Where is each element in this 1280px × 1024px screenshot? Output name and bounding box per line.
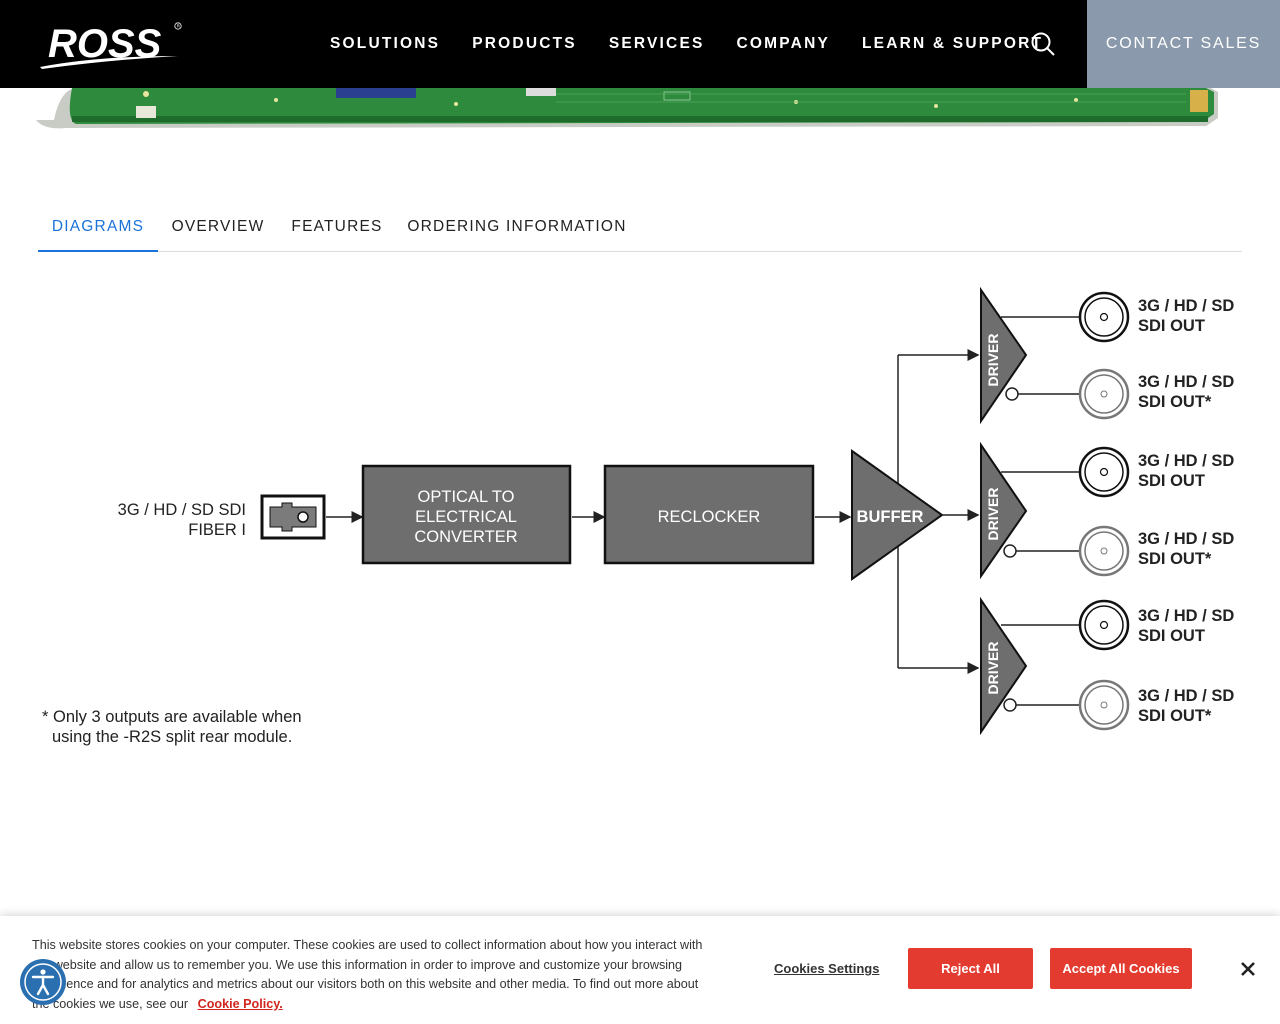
cookie-text: This website stores cookies on your comp…	[32, 938, 703, 1011]
output-label-line1: 3G / HD / SD	[1138, 607, 1234, 625]
nav-solutions[interactable]: SOLUTIONS	[330, 35, 441, 52]
output-label-line1: 3G / HD / SD	[1138, 530, 1234, 548]
tab-overview[interactable]: OVERVIEW	[171, 218, 265, 235]
converter-label-line1: OPTICAL TO	[418, 488, 515, 506]
footnote-line1: * Only 3 outputs are available when	[42, 708, 302, 726]
output-label-line2: SDI OUT*	[1138, 393, 1212, 411]
converter-label-line2: ELECTRICAL	[415, 508, 517, 526]
nav-services[interactable]: SERVICES	[608, 35, 705, 52]
tab-ordering-information[interactable]: ORDERING INFORMATION	[407, 218, 627, 235]
bnc-connector-icon	[1078, 368, 1130, 420]
nav-products[interactable]: PRODUCTS	[472, 35, 577, 52]
site-header: ROSS R SOLUTIONS PRODUCTS SERVICES COMPA…	[0, 0, 1280, 88]
svg-text:R: R	[177, 24, 181, 29]
tab-diagrams[interactable]: DIAGRAMS	[38, 203, 158, 252]
input-label-line2: FIBER I	[188, 521, 246, 539]
footnote-line2: using the -R2S split rear module.	[52, 728, 292, 746]
ross-logo[interactable]: ROSS R	[38, 20, 184, 70]
output-label-line1: 3G / HD / SD	[1138, 687, 1234, 705]
reject-all-button[interactable]: Reject All	[908, 948, 1033, 989]
driver-label: DRIVER	[985, 488, 1001, 541]
nav-company[interactable]: COMPANY	[736, 35, 831, 52]
driver-triangle	[980, 596, 1028, 736]
bnc-connector-icon	[1078, 679, 1130, 731]
output-label-line1: 3G / HD / SD	[1138, 452, 1234, 470]
buffer-label: BUFFER	[857, 508, 924, 526]
reclocker-block	[603, 464, 815, 565]
driver-label: DRIVER	[985, 642, 1001, 695]
close-icon[interactable]	[1237, 958, 1259, 980]
output-label-line2: SDI OUT	[1138, 627, 1205, 645]
bnc-connector-icon	[1078, 446, 1130, 498]
accessibility-button[interactable]	[20, 959, 66, 1005]
converter-label-line3: CONVERTER	[414, 528, 517, 546]
fiber-connector-icon	[260, 494, 326, 540]
output-label-line2: SDI OUT*	[1138, 707, 1212, 725]
accessibility-icon	[24, 963, 62, 1001]
cookies-settings-button[interactable]: Cookies Settings	[774, 961, 880, 976]
driver-triangle	[980, 441, 1028, 580]
output-label-line2: SDI OUT*	[1138, 550, 1212, 568]
block-diagram: 3G / HD / SD SDI FIBER I OPTICAL TO ELEC…	[42, 286, 1234, 746]
tab-bar: DIAGRAMS OVERVIEW FEATURES ORDERING INFO…	[38, 203, 1242, 252]
input-label-line1: 3G / HD / SD SDI	[118, 501, 246, 519]
main-nav: SOLUTIONS PRODUCTS SERVICES COMPANY LEAR…	[314, 0, 1059, 88]
bnc-connector-icon	[1078, 291, 1130, 343]
search-icon[interactable]	[1030, 31, 1056, 57]
output-label-line2: SDI OUT	[1138, 472, 1205, 490]
converter-block	[361, 464, 572, 565]
cookie-banner: This website stores cookies on your comp…	[0, 916, 1280, 1024]
accept-all-cookies-button[interactable]: Accept All Cookies	[1050, 948, 1192, 989]
product-board-image	[36, 88, 1218, 129]
tab-features[interactable]: FEATURES	[291, 218, 383, 235]
output-label-line1: 3G / HD / SD	[1138, 297, 1234, 315]
output-label-line2: SDI OUT	[1138, 317, 1205, 335]
nav-learn-support[interactable]: LEARN & SUPPORT	[862, 35, 1044, 52]
driver-triangle	[980, 286, 1028, 425]
bnc-connector-icon	[1078, 599, 1130, 651]
output-label-line1: 3G / HD / SD	[1138, 373, 1234, 391]
bnc-connector-icon	[1078, 525, 1130, 577]
cookie-message: This website stores cookies on your comp…	[32, 936, 712, 1014]
buffer-triangle	[851, 449, 944, 581]
contact-sales-button[interactable]: CONTACT SALES	[1087, 0, 1280, 88]
driver-label: DRIVER	[985, 334, 1001, 387]
reclocker-label: RECLOCKER	[658, 508, 761, 526]
cookie-policy-link[interactable]: Cookie Policy.	[197, 996, 283, 1011]
